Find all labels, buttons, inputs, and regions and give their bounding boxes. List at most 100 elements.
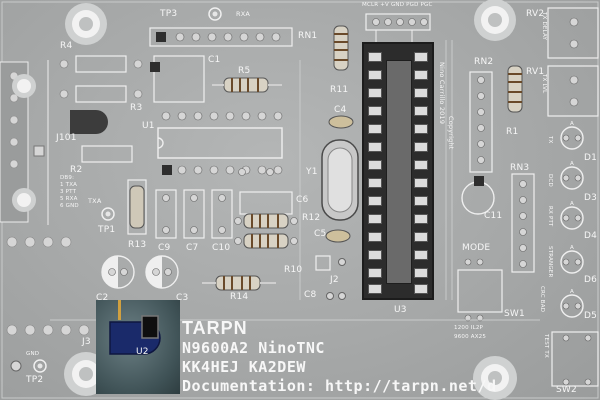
socket-pin	[368, 142, 382, 152]
label-c10: C10	[212, 243, 231, 253]
label-u2: U2	[136, 347, 149, 357]
label-j3: J3	[82, 337, 91, 347]
label-tp1: TP1	[98, 225, 116, 235]
socket-pin	[368, 284, 382, 294]
label-c8: C8	[304, 290, 317, 300]
socket-pin	[414, 52, 428, 62]
socket-pin	[414, 268, 428, 278]
label-sw1: SW1	[504, 309, 525, 319]
label-copyright: Copyright	[447, 116, 455, 150]
label-rxa-top: RXA	[236, 10, 251, 18]
label-d5: D5	[584, 311, 598, 321]
label-r2: R2	[70, 165, 83, 175]
label-tp3: TP3	[160, 9, 178, 19]
label-d6: D6	[584, 275, 598, 285]
label-r3: R3	[130, 103, 143, 113]
label-c2: C2	[96, 293, 109, 303]
mounting-hole-bottom-right	[473, 356, 517, 400]
socket-pin	[368, 160, 382, 170]
label-r10: R10	[284, 265, 303, 275]
label-r1: R1	[506, 127, 519, 137]
label-anode-d5: A	[570, 289, 574, 295]
label-d1: D1	[584, 153, 598, 163]
label-anode-d6: A	[570, 245, 574, 251]
label-gnd: GND	[26, 351, 40, 357]
label-db9-pin6: 6 GND	[60, 203, 79, 209]
socket-pin	[414, 160, 428, 170]
mounting-hole-top-left	[65, 3, 107, 45]
label-u3: U3	[394, 305, 407, 315]
label-c7: C7	[186, 243, 199, 253]
label-led-crc-bad: CRC BAD	[539, 286, 545, 313]
label-y1: Y1	[306, 167, 318, 177]
label-c6: C6	[296, 195, 309, 205]
label-prog-header: MCLR +V GND PGD PGC	[362, 2, 433, 8]
socket-pin	[368, 196, 382, 206]
label-anode-d3: A	[570, 161, 574, 167]
label-d3: D3	[584, 193, 598, 203]
label-db9-pin5: 5 RXA	[60, 196, 78, 202]
socket-pin	[414, 214, 428, 224]
label-led-dcd: DCD	[547, 174, 553, 187]
label-led-rx-ptt: RX PTT	[547, 206, 553, 227]
label-txa: TXA	[88, 197, 102, 205]
label-c5: C5	[314, 229, 327, 239]
socket-pin	[414, 196, 428, 206]
label-tx-delay: TX DELAY	[541, 12, 547, 41]
label-rv1: RV1	[526, 67, 545, 77]
socket-pin	[414, 284, 428, 294]
label-r13: R13	[128, 240, 147, 250]
socket-slot	[386, 60, 412, 284]
tarpn-logo: TARPN	[182, 318, 248, 338]
socket-pin	[414, 70, 428, 80]
socket-pin	[368, 88, 382, 98]
socket-pin	[414, 106, 428, 116]
socket-pin	[368, 124, 382, 134]
label-r11: R11	[330, 85, 349, 95]
label-r4: R4	[60, 41, 73, 51]
socket-pin	[414, 88, 428, 98]
u2-regulator-drawing	[109, 300, 161, 355]
label-c4: C4	[334, 105, 347, 115]
label-j2: J2	[330, 275, 339, 285]
socket-pin	[368, 250, 382, 260]
label-r12: R12	[302, 213, 321, 223]
socket-pin	[368, 52, 382, 62]
label-d4: D4	[584, 231, 598, 241]
label-rv2: RV2	[526, 9, 545, 19]
title-line-callsigns: KK4HEJ KA2DEW	[182, 358, 306, 376]
ic-socket-u3	[362, 42, 434, 300]
label-c11: C11	[484, 211, 503, 221]
label-c1: C1	[208, 55, 221, 65]
label-anode-d4: A	[570, 201, 574, 207]
socket-pin	[414, 124, 428, 134]
label-led-tx: TX	[547, 136, 553, 144]
socket-pin	[368, 106, 382, 116]
label-rn2: RN2	[474, 57, 494, 67]
label-mode: MODE	[462, 243, 491, 253]
title-line-model: N9600A2 NinoTNC	[182, 339, 325, 357]
label-test-tx: TEST TX	[543, 334, 549, 358]
title-line-documentation: Documentation: http://tarpn.net/d	[182, 377, 497, 395]
label-sw2: SW2	[556, 385, 577, 395]
label-c9: C9	[158, 243, 171, 253]
label-db9-pin3: 3 PTT	[60, 189, 77, 195]
label-r5: R5	[238, 66, 251, 76]
label-rn3: RN3	[510, 163, 530, 173]
label-db9-pin1: 1 TXA	[60, 182, 78, 188]
socket-pin	[368, 70, 382, 80]
socket-pin	[414, 232, 428, 242]
label-mode-9600: 9600 AX25	[454, 334, 487, 340]
label-led-stranger: STRANGER	[547, 246, 553, 278]
socket-pin	[414, 250, 428, 260]
label-tp2: TP2	[26, 375, 44, 385]
label-r14: R14	[230, 292, 249, 302]
socket-pin	[368, 214, 382, 224]
socket-pin	[414, 178, 428, 188]
label-mode-1200: 1200 IL2P	[454, 325, 484, 331]
label-u1: U1	[142, 121, 155, 131]
u2-regulator-photo	[96, 300, 180, 394]
mounting-hole-top-right	[474, 0, 516, 41]
